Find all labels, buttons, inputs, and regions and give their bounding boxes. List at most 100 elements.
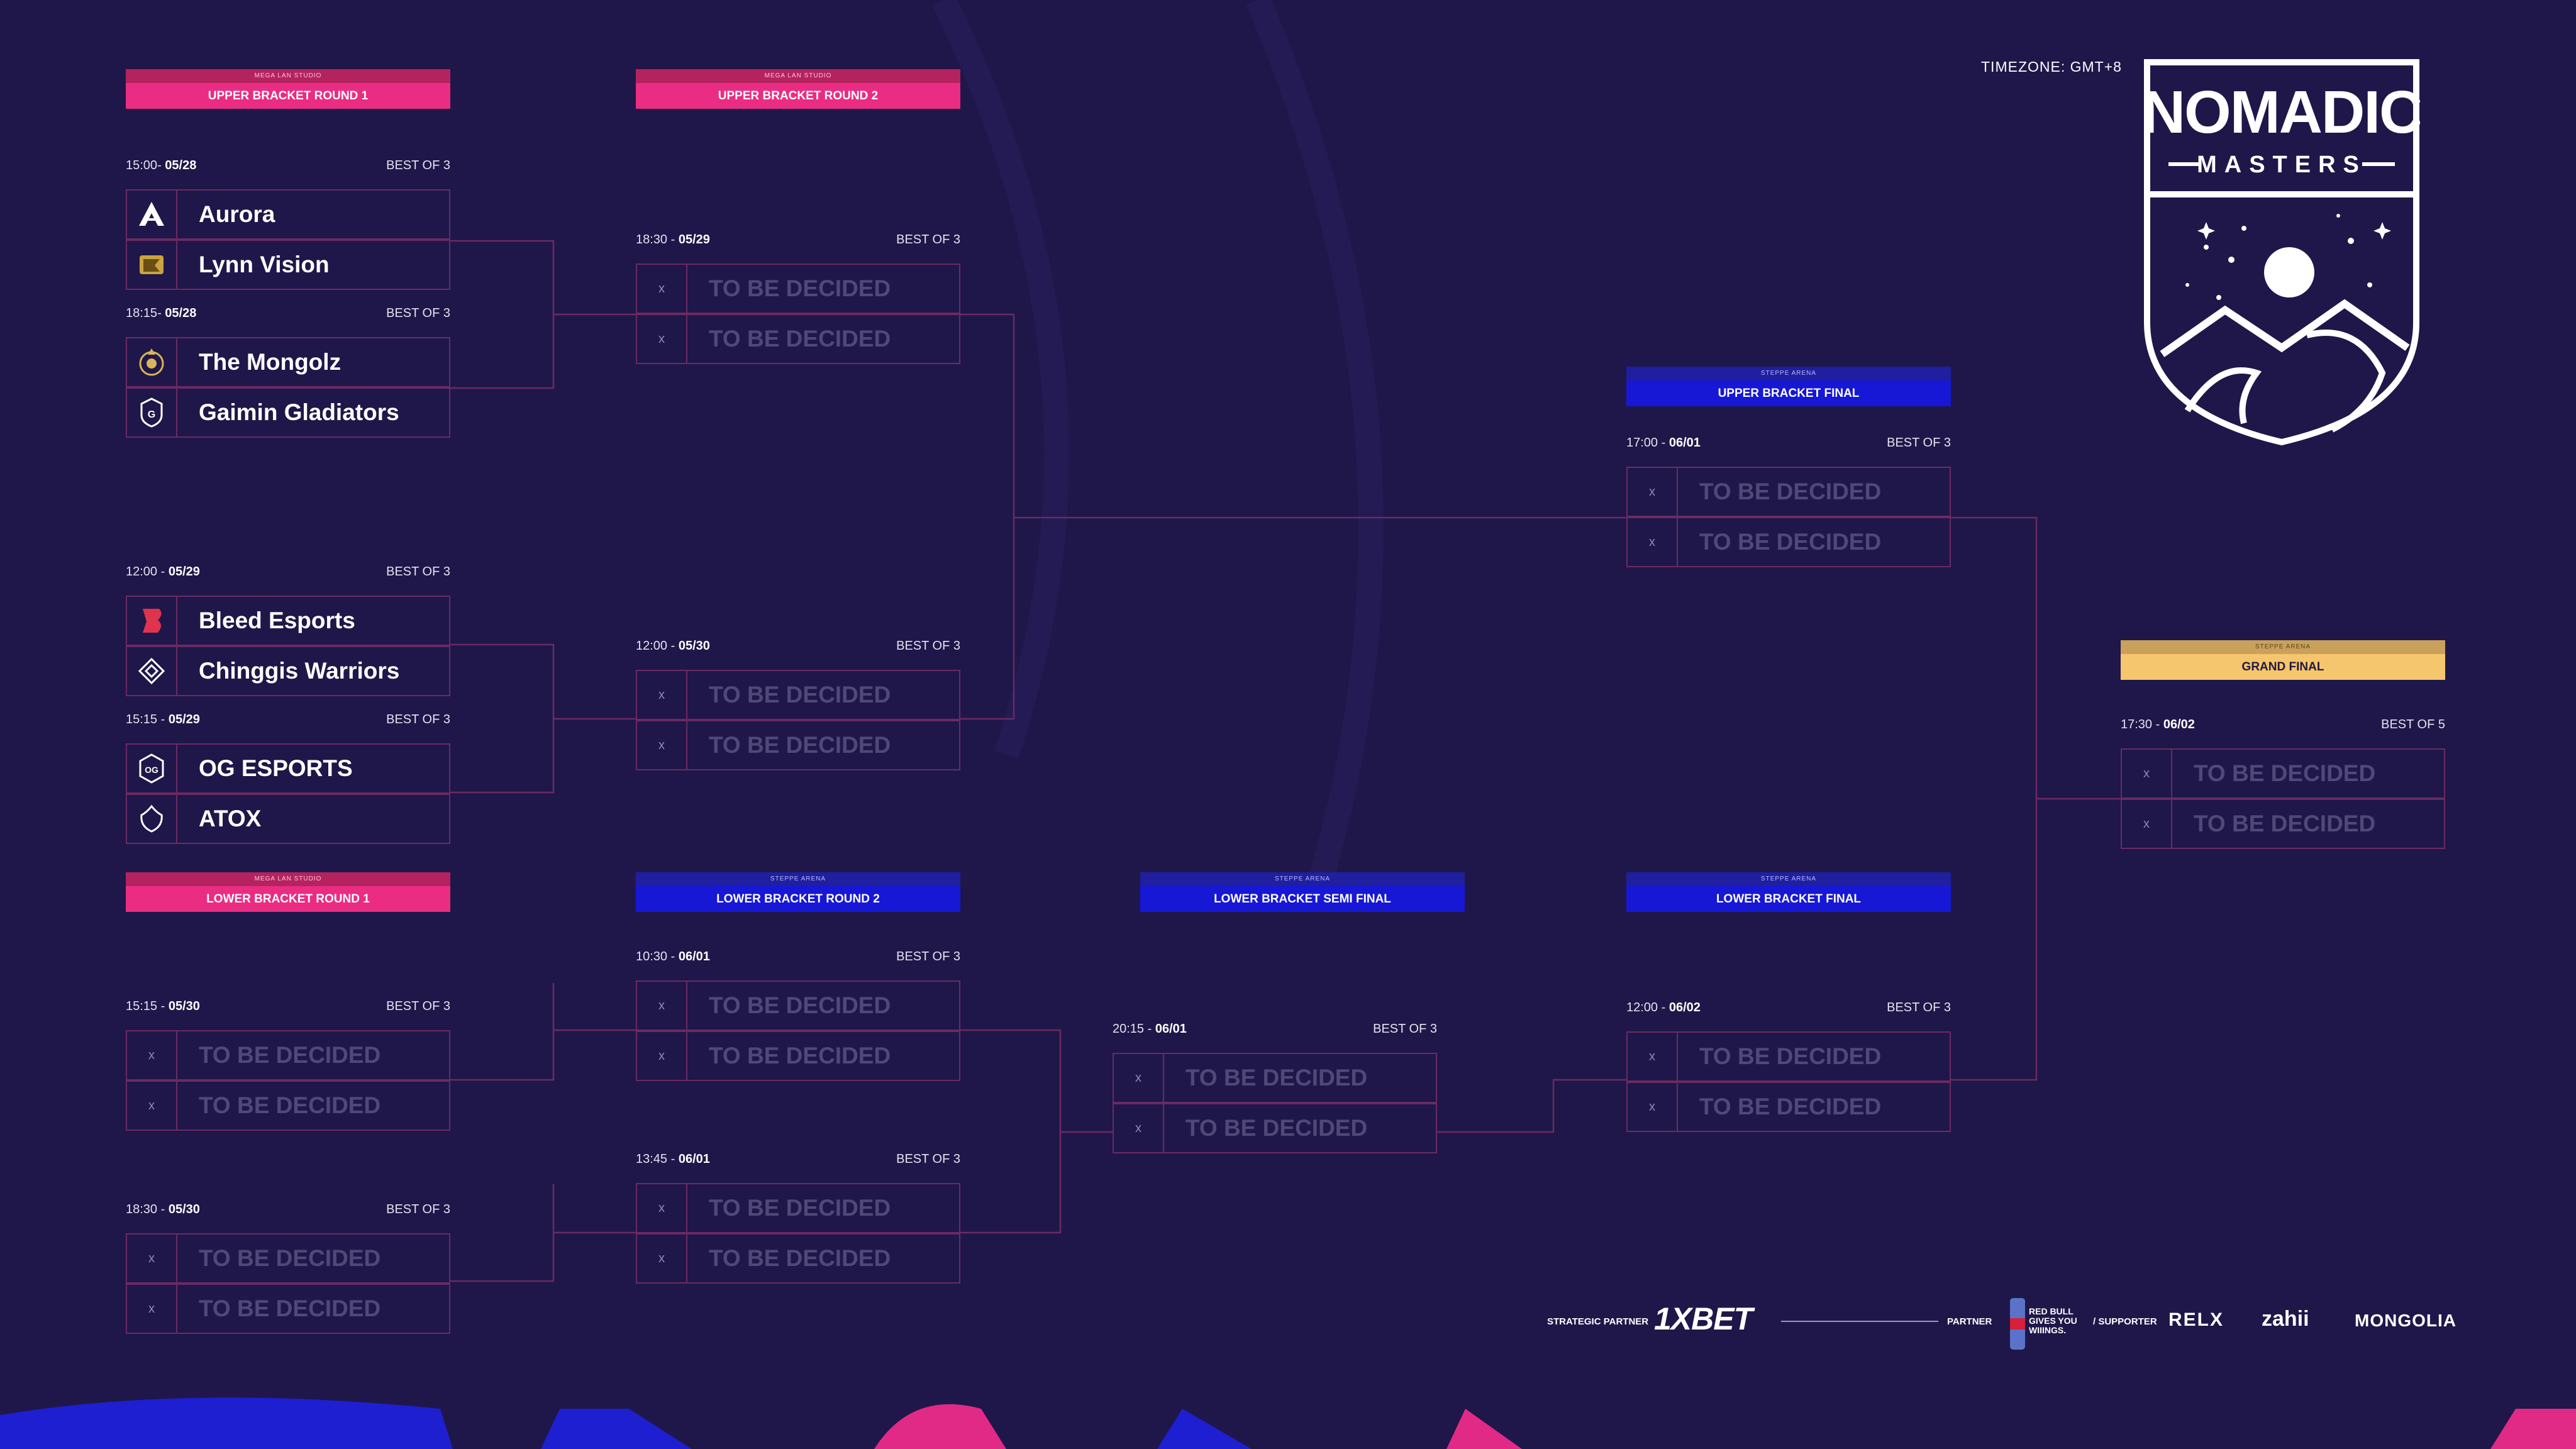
team-slot[interactable]: Aurora	[126, 189, 450, 240]
match-info: 20:15 - 06/01 BEST OF 3	[1113, 1022, 1437, 1041]
round-header-ubr1: MEGA LAN STUDIO UPPER BRACKET ROUND 1	[126, 69, 450, 109]
team-name: The Mongolz	[199, 349, 341, 375]
team-slot[interactable]: x TO BE DECIDED	[2121, 748, 2445, 799]
match-datetime: 17:00 - 06/01	[1626, 436, 1701, 450]
team-slot[interactable]: x TO BE DECIDED	[636, 1233, 960, 1284]
team-slot[interactable]: OG OG ESPORTS	[126, 743, 450, 794]
team-slot[interactable]: x TO BE DECIDED	[126, 1233, 450, 1284]
team-slot[interactable]: x TO BE DECIDED	[636, 720, 960, 770]
lynn-vision-logo-icon	[127, 241, 177, 289]
partner-label: PARTNER	[1947, 1316, 1992, 1327]
team-slot[interactable]: x TO BE DECIDED	[636, 1183, 960, 1233]
match-datetime: 13:45 - 06/01	[636, 1152, 710, 1166]
placeholder-x-icon: x	[637, 265, 687, 313]
team-name: TO BE DECIDED	[709, 1043, 891, 1069]
team-slot[interactable]: x TO BE DECIDED	[636, 1031, 960, 1081]
match-info: 15:15 - 05/30 BEST OF 3	[126, 999, 450, 1018]
match-lbr2-2[interactable]: 13:45 - 06/01 BEST OF 3 x TO BE DECIDED …	[636, 1152, 960, 1284]
team-slot[interactable]: The Mongolz	[126, 337, 450, 387]
placeholder-x-icon: x	[637, 1032, 687, 1080]
match-ubr2-1[interactable]: 18:30 - 05/29 BEST OF 3 x TO BE DECIDED …	[636, 233, 960, 364]
sponsor-divider	[1781, 1321, 1938, 1322]
round-header-ubr2: MEGA LAN STUDIO UPPER BRACKET ROUND 2	[636, 69, 960, 109]
bleed-esports-logo-icon	[127, 597, 177, 645]
best-of-label: BEST OF 3	[386, 1202, 450, 1216]
team-slot[interactable]: x TO BE DECIDED	[636, 670, 960, 720]
placeholder-x-icon: x	[637, 721, 687, 769]
team-slot[interactable]: Lynn Vision	[126, 240, 450, 290]
placeholder-x-icon: x	[127, 1031, 177, 1079]
match-info: 12:00 - 06/02 BEST OF 3	[1626, 1001, 1951, 1019]
match-ubr1-2[interactable]: 18:15- 05/28 BEST OF 3 The Mongolz G Gai…	[126, 306, 450, 438]
best-of-label: BEST OF 3	[1373, 1022, 1437, 1036]
match-info: 18:15- 05/28 BEST OF 3	[126, 306, 450, 325]
placeholder-x-icon: x	[127, 1082, 177, 1130]
team-slot[interactable]: G Gaimin Gladiators	[126, 387, 450, 438]
best-of-label: BEST OF 3	[896, 950, 960, 963]
match-ubr1-4[interactable]: 15:15 - 05/29 BEST OF 3 OG OG ESPORTS AT…	[126, 713, 450, 844]
match-lbr1-1[interactable]: 15:15 - 05/30 BEST OF 3 x TO BE DECIDED …	[126, 999, 450, 1131]
match-lower-bracket-semi-final[interactable]: 20:15 - 06/01 BEST OF 3 x TO BE DECIDED …	[1113, 1022, 1437, 1153]
venue-label: MEGA LAN STUDIO	[126, 872, 450, 886]
match-info: 18:30 - 05/29 BEST OF 3	[636, 233, 960, 252]
placeholder-x-icon: x	[1628, 1083, 1678, 1131]
team-slot[interactable]: Chinggis Warriors	[126, 646, 450, 696]
team-name: TO BE DECIDED	[1185, 1115, 1368, 1141]
round-title: UPPER BRACKET FINAL	[1626, 380, 1951, 406]
placeholder-x-icon: x	[2122, 750, 2172, 797]
match-datetime: 18:30 - 05/30	[126, 1202, 200, 1216]
round-header-lbr2: STEPPE ARENA LOWER BRACKET ROUND 2	[636, 872, 960, 912]
logo-title-text: NOMADIC	[2143, 79, 2420, 146]
team-slot[interactable]: x TO BE DECIDED	[636, 264, 960, 314]
team-slot[interactable]: x TO BE DECIDED	[2121, 799, 2445, 849]
team-slot[interactable]: x TO BE DECIDED	[1626, 517, 1951, 567]
team-name: TO BE DECIDED	[1699, 1043, 1882, 1069]
team-slot[interactable]: x TO BE DECIDED	[126, 1030, 450, 1080]
team-name: Bleed Esports	[199, 608, 355, 633]
placeholder-x-icon: x	[1628, 1033, 1678, 1080]
venue-label: MEGA LAN STUDIO	[636, 69, 960, 83]
team-slot[interactable]: x TO BE DECIDED	[1113, 1053, 1437, 1103]
placeholder-x-icon: x	[1628, 518, 1678, 566]
round-header-lbr1: MEGA LAN STUDIO LOWER BRACKET ROUND 1	[126, 872, 450, 912]
chinggis-warriors-logo-icon	[127, 647, 177, 695]
venue-label: STEPPE ARENA	[2121, 640, 2445, 654]
team-name: Lynn Vision	[199, 252, 330, 277]
team-name: TO BE DECIDED	[2194, 811, 2376, 836]
venue-label: STEPPE ARENA	[636, 872, 960, 886]
team-name: TO BE DECIDED	[1699, 479, 1882, 504]
team-slot[interactable]: ATOX	[126, 794, 450, 844]
match-ubr1-1[interactable]: 15:00- 05/28 BEST OF 3 Aurora Lynn Visio…	[126, 158, 450, 290]
match-ubr1-3[interactable]: 12:00 - 05/29 BEST OF 3 Bleed Esports Ch…	[126, 565, 450, 696]
team-name: TO BE DECIDED	[1699, 529, 1882, 555]
match-grand-final[interactable]: 17:30 - 06/02 BEST OF 5 x TO BE DECIDED …	[2121, 718, 2445, 849]
team-slot[interactable]: x TO BE DECIDED	[126, 1080, 450, 1131]
placeholder-x-icon: x	[127, 1285, 177, 1333]
match-lbr2-1[interactable]: 10:30 - 06/01 BEST OF 3 x TO BE DECIDED …	[636, 950, 960, 1081]
svg-text:OG: OG	[145, 765, 158, 775]
team-slot[interactable]: Bleed Esports	[126, 596, 450, 646]
match-datetime: 10:30 - 06/01	[636, 950, 710, 963]
match-ubr2-2[interactable]: 12:00 - 05/30 BEST OF 3 x TO BE DECIDED …	[636, 639, 960, 770]
team-slot[interactable]: x TO BE DECIDED	[636, 314, 960, 364]
team-name: TO BE DECIDED	[709, 275, 891, 301]
gaimin-gladiators-logo-icon: G	[127, 389, 177, 436]
best-of-label: BEST OF 3	[386, 306, 450, 320]
team-slot[interactable]: x TO BE DECIDED	[636, 980, 960, 1031]
team-slot[interactable]: x TO BE DECIDED	[1626, 1082, 1951, 1132]
match-lbr1-2[interactable]: 18:30 - 05/30 BEST OF 3 x TO BE DECIDED …	[126, 1202, 450, 1334]
best-of-label: BEST OF 3	[896, 233, 960, 247]
team-name: TO BE DECIDED	[199, 1042, 381, 1068]
round-title: LOWER BRACKET FINAL	[1626, 886, 1951, 912]
match-lower-bracket-final[interactable]: 12:00 - 06/02 BEST OF 3 x TO BE DECIDED …	[1626, 1001, 1951, 1132]
team-slot[interactable]: x TO BE DECIDED	[1113, 1103, 1437, 1153]
the-mongolz-logo-icon	[127, 338, 177, 386]
team-slot[interactable]: x TO BE DECIDED	[1626, 1031, 1951, 1082]
placeholder-x-icon: x	[637, 671, 687, 719]
team-slot[interactable]: x TO BE DECIDED	[126, 1284, 450, 1334]
team-name: TO BE DECIDED	[199, 1245, 381, 1271]
team-slot[interactable]: x TO BE DECIDED	[1626, 467, 1951, 517]
match-info: 15:00- 05/28 BEST OF 3	[126, 158, 450, 177]
team-name: TO BE DECIDED	[709, 732, 891, 758]
match-upper-bracket-final[interactable]: 17:00 - 06/01 BEST OF 3 x TO BE DECIDED …	[1626, 436, 1951, 567]
